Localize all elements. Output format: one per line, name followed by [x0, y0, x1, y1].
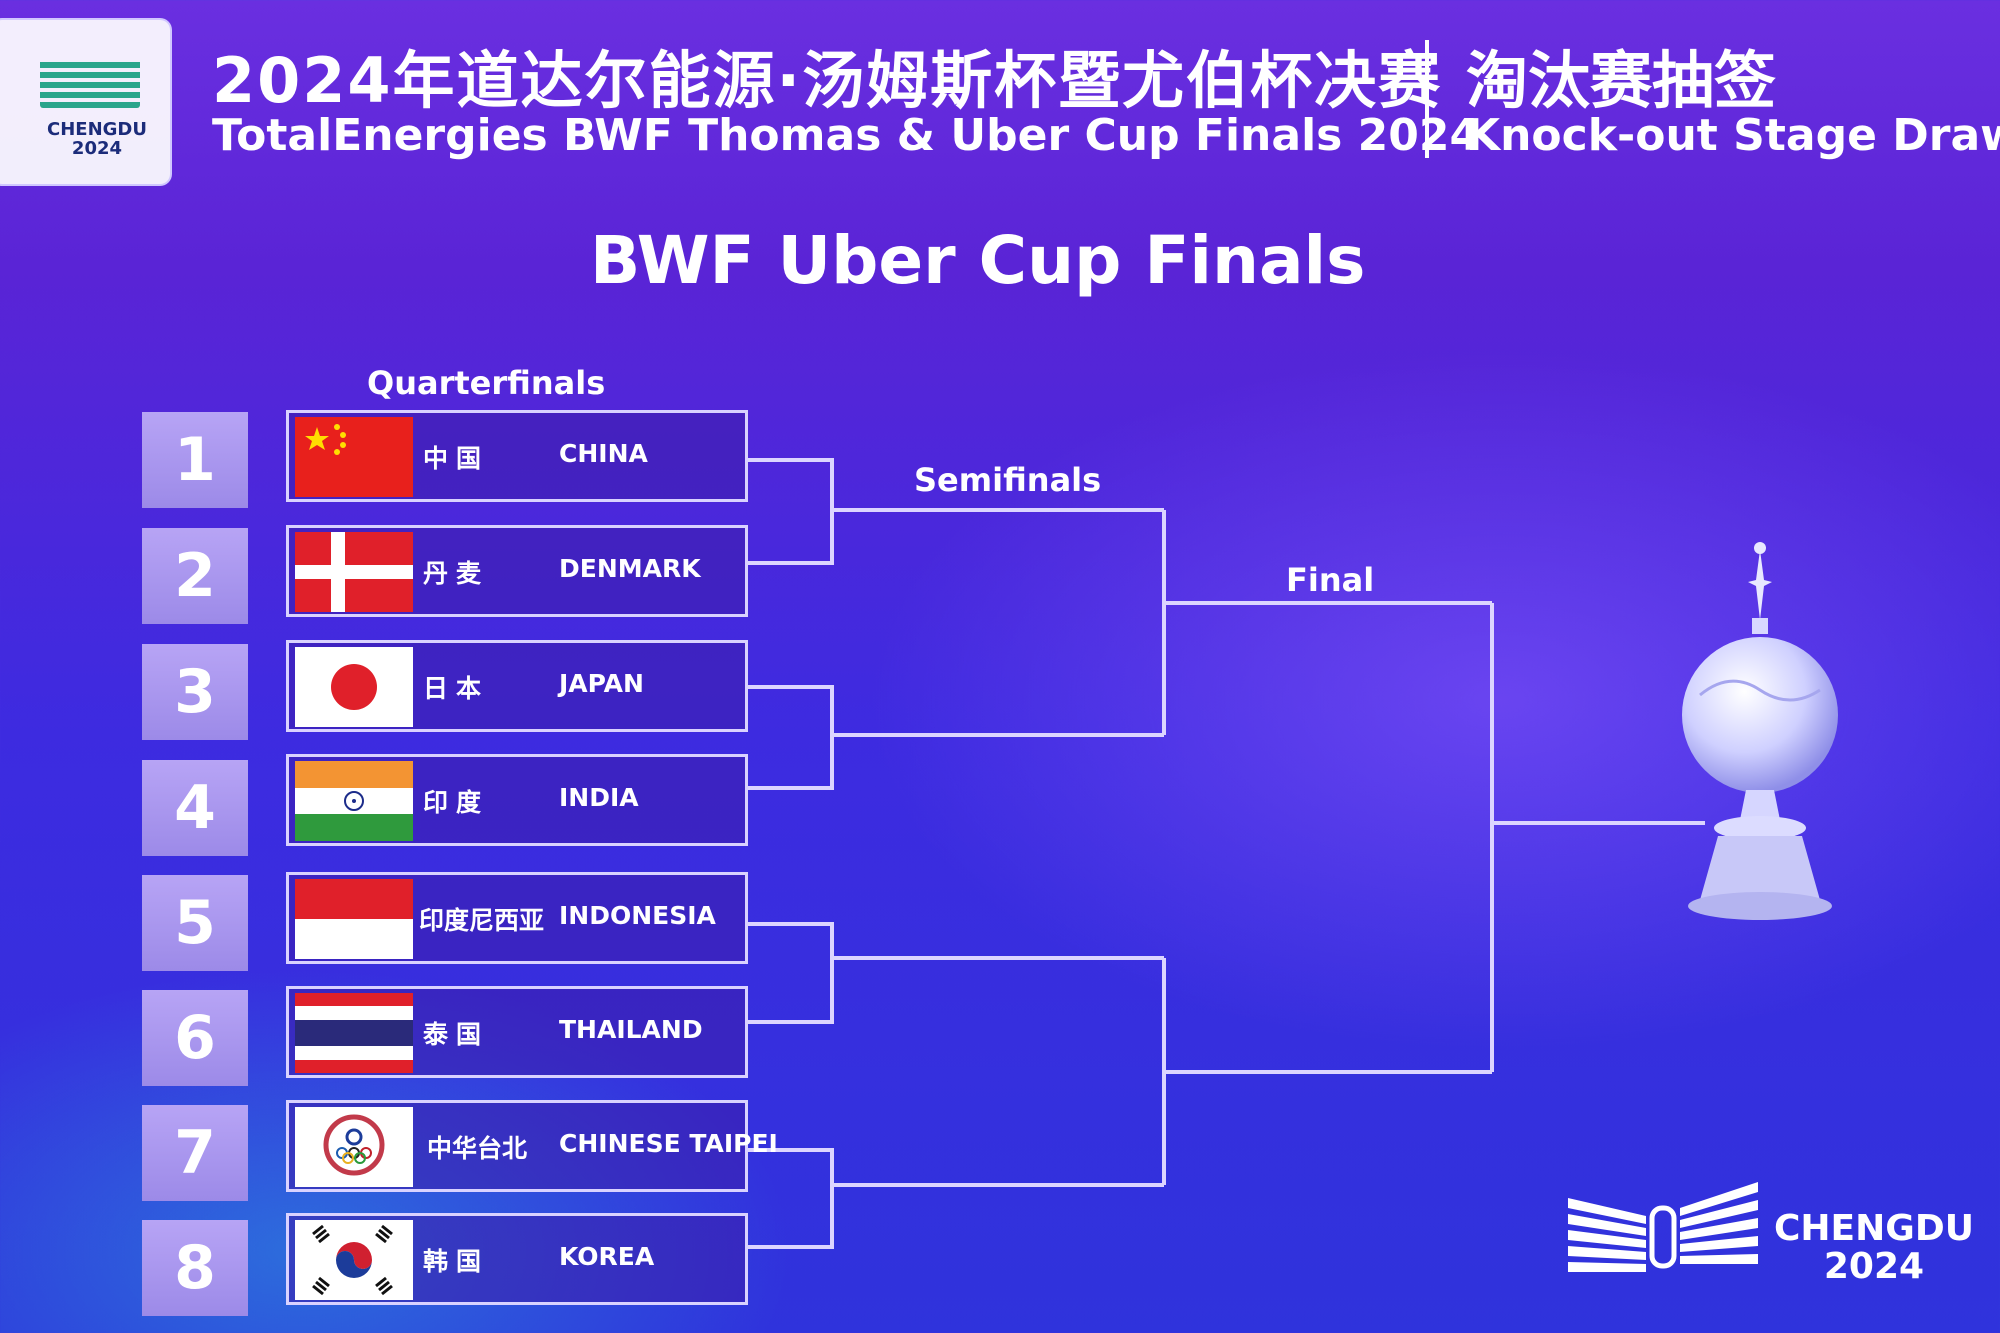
header-divider [1425, 40, 1429, 158]
team-name-en: JAPAN [559, 669, 644, 698]
seed-2: 2 [142, 528, 248, 624]
team-name-cn: 印度尼西亚 [419, 906, 545, 935]
event-title-chinese: 2024年道达尔能源·汤姆斯杯暨尤伯杯决赛 [212, 44, 1443, 117]
qf1-connector [748, 458, 834, 565]
team-name-cn: 印度 [423, 788, 490, 817]
qf3-connector [748, 922, 834, 1024]
seed-6: 6 [142, 990, 248, 1086]
japan-flag-icon [295, 647, 413, 727]
chinese-taipei-flag-icon [295, 1107, 413, 1187]
team-name-en: INDONESIA [559, 901, 716, 930]
team-name-cn: 丹麦 [423, 559, 490, 588]
team-name-en: THAILAND [559, 1015, 703, 1044]
denmark-flag-icon [295, 532, 413, 612]
seed-5: 5 [142, 875, 248, 971]
seed-8: 8 [142, 1220, 248, 1316]
team-name-en: INDIA [559, 783, 639, 812]
stage-title-chinese: 淘汰赛抽签 [1466, 44, 1777, 117]
team-name-cn: 泰国 [423, 1020, 490, 1049]
team-row-chinese-taipei: 中华台北 CHINESE TAIPEI [286, 1100, 778, 1192]
quarterfinals-label: Quarterfinals [367, 364, 606, 402]
team-name-en: KOREA [559, 1242, 655, 1271]
thailand-flag-icon [295, 993, 413, 1073]
team-row-thailand: 泰国 THAILAND [286, 986, 748, 1078]
logo-emblem-icon [40, 58, 140, 108]
team-row-indonesia: 印度尼西亚 INDONESIA [286, 872, 748, 964]
indonesia-flag-icon [295, 879, 413, 959]
india-flag-icon [295, 761, 413, 841]
china-flag-icon [295, 417, 413, 497]
seed-4: 4 [142, 760, 248, 856]
final-label: Final [1286, 561, 1375, 599]
team-row-korea: 韩国 KOREA [286, 1213, 748, 1305]
team-row-india: 印度 INDIA [286, 754, 748, 846]
semifinals-label: Semifinals [914, 461, 1102, 499]
chengdu-emblem-icon [1568, 1182, 1758, 1272]
seed-7: 7 [142, 1105, 248, 1201]
event-title-english: TotalEnergies BWF Thomas & Uber Cup Fina… [212, 110, 1481, 161]
qf2-connector [748, 685, 834, 790]
team-name-en: CHINESE TAIPEI [559, 1129, 778, 1158]
cup-title: BWF Uber Cup Finals [590, 222, 1366, 299]
team-row-denmark: 丹麦 DENMARK [286, 525, 748, 617]
uber-cup-trophy-icon [1682, 542, 1838, 920]
team-name-en: DENMARK [559, 554, 701, 583]
team-name-en: CHINA [559, 439, 648, 468]
team-name-cn: 中国 [423, 444, 490, 473]
chengdu-2024-wordmark: CHENGDU 2024 [1774, 1208, 1974, 1287]
chengdu-2024-logo: CHENGDU 2024 [0, 18, 172, 186]
team-name-cn: 日本 [423, 674, 490, 703]
team-name-cn: 中华台北 [427, 1134, 528, 1163]
logo-text: CHENGDU 2024 [47, 119, 147, 159]
team-row-japan: 日本 JAPAN [286, 640, 748, 732]
team-name-cn: 韩国 [423, 1247, 490, 1276]
team-row-china: 中国 CHINA [286, 410, 748, 502]
seed-1: 1 [142, 412, 248, 508]
qf4-connector [748, 1148, 834, 1249]
seed-3: 3 [142, 644, 248, 740]
stage-title-english: Knock-out Stage Draw [1466, 110, 2000, 161]
korea-flag-icon [295, 1220, 413, 1300]
